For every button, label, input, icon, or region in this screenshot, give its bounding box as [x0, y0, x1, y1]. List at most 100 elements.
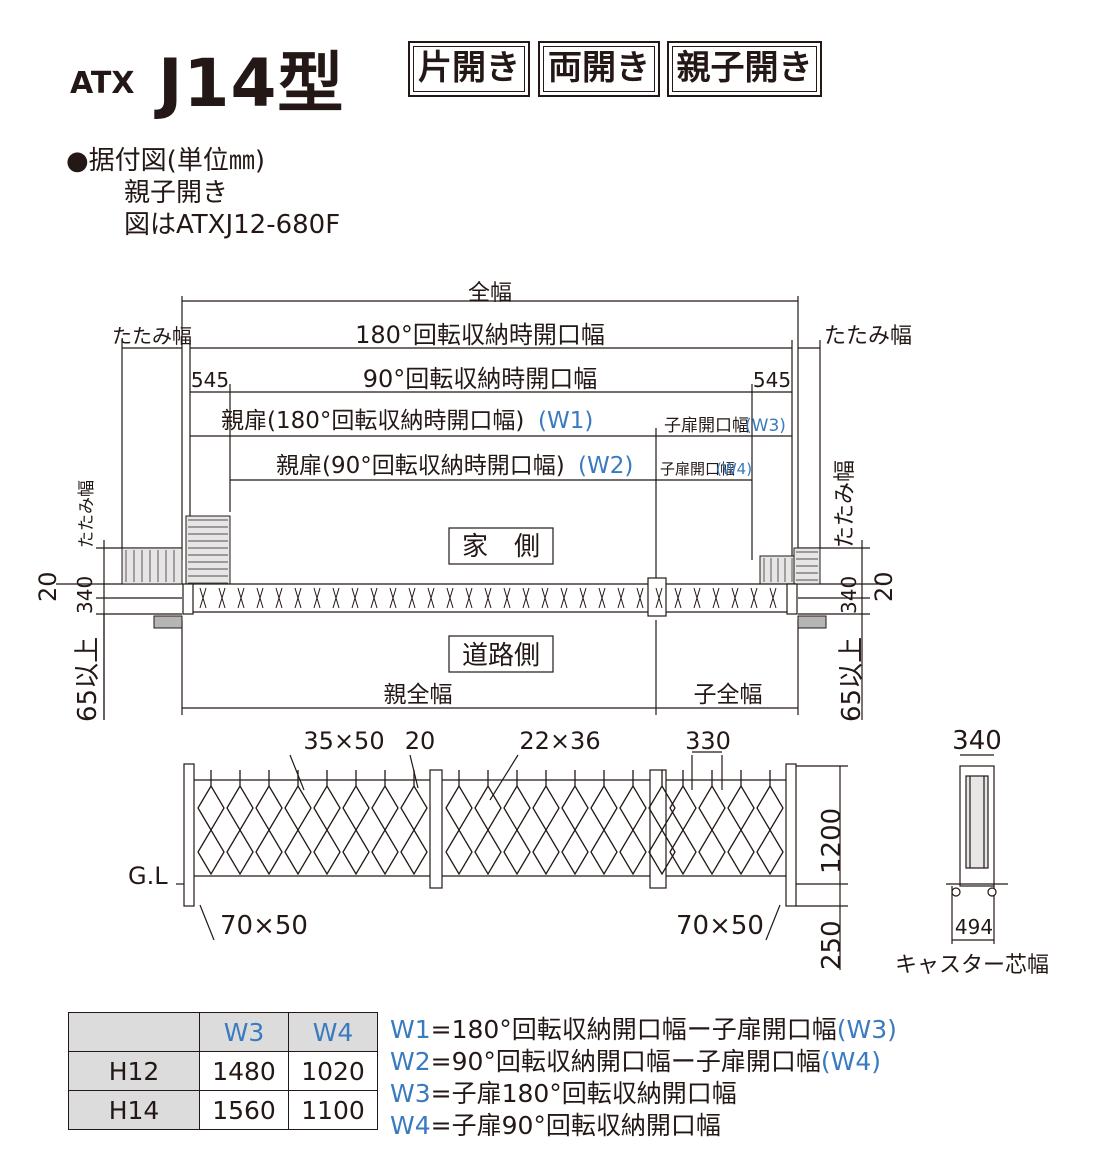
lattice-diamond: [226, 784, 254, 832]
label-494: 494: [955, 915, 993, 939]
lattice-diamond: [226, 828, 254, 876]
gate-link: [712, 587, 720, 609]
label-caster-width: キャスター芯幅: [895, 953, 1049, 978]
label-parent-total: 親全幅: [384, 682, 453, 708]
side-view: [946, 754, 1008, 944]
lattice-diamond: [313, 828, 341, 876]
lattice-diamond: [648, 784, 676, 832]
label-side-340: 340: [952, 726, 1002, 756]
legend-w3: W3=子扉180°回転収納開口幅: [390, 1079, 737, 1108]
label-250: 250: [817, 920, 847, 970]
gate-link: [370, 587, 378, 609]
lattice-diamond: [590, 828, 618, 876]
label-w4: (W4): [716, 460, 752, 478]
title-prefix: ATX: [70, 66, 135, 101]
lattice-diamond: [255, 784, 283, 832]
elevation-frame: [176, 751, 848, 970]
gate-link: [313, 587, 321, 609]
label-545-left: 545: [191, 368, 229, 392]
label-fold-width-right: たたみ幅: [824, 324, 912, 349]
gate-link: [427, 587, 435, 609]
house-side-box: [448, 527, 554, 565]
label-child-total: 子全幅: [694, 682, 763, 708]
gate-link: [237, 587, 245, 609]
plan-wall-left: [153, 615, 183, 629]
label-340-right: 340: [837, 576, 861, 614]
tag-double-swing: 両開き: [538, 41, 660, 97]
label-22x36: 22×36: [519, 727, 600, 755]
lattice-diamond: [255, 828, 283, 876]
gate-link: [617, 587, 625, 609]
label-20-left: 20: [34, 571, 62, 602]
table-row-label: H14: [68, 1090, 200, 1130]
label-post-right: 70×50: [676, 911, 764, 941]
lattice-diamond: [371, 828, 399, 876]
gate-link: [218, 587, 226, 609]
label-20-elev: 20: [405, 727, 436, 755]
gate-link: [351, 587, 359, 609]
label-fold-vertical-left: たたみ幅: [77, 480, 97, 548]
gate-link: [655, 587, 663, 609]
lattice-diamond: [698, 784, 726, 832]
gate-link: [674, 587, 682, 609]
lattice-diamond: [561, 784, 589, 832]
gate-link: [750, 587, 758, 609]
legend-w1: W1=180°回転収納開口幅ー子扉開口幅(W3): [390, 1015, 897, 1044]
gate-link: [636, 587, 644, 609]
lattice-diamond: [400, 828, 428, 876]
label-road-side: 道路側: [462, 641, 540, 671]
gate-link: [256, 587, 264, 609]
table-header-w3: W3: [199, 1012, 289, 1052]
plan-folded-stack-left: [121, 515, 231, 585]
label-20-right: 20: [870, 571, 898, 602]
legend-w2: W2=90°回転収納開口幅ー子扉開口幅(W4): [390, 1047, 882, 1076]
table-cell: 1560: [199, 1090, 289, 1130]
dimension-table: W3 W4 H12 1480 1020 H14 1560 1100: [68, 1012, 378, 1130]
lattice-diamond: [371, 784, 399, 832]
table-header-blank: [68, 1012, 200, 1052]
table-cell: 1100: [288, 1090, 378, 1130]
gate-link: [731, 587, 739, 609]
gate-link: [294, 587, 302, 609]
gate-link: [769, 587, 777, 609]
gate-link: [332, 587, 340, 609]
label-35x50: 35×50: [303, 727, 384, 755]
gate-link: [408, 587, 416, 609]
label-330: 330: [685, 727, 731, 755]
label-545-right: 545: [753, 368, 791, 392]
lattice-diamond: [313, 784, 341, 832]
gate-link: [465, 587, 473, 609]
gate-link: [484, 587, 492, 609]
gate-link: [199, 587, 207, 609]
lattice-diamond: [445, 784, 473, 832]
table-cell: 1020: [288, 1051, 378, 1091]
lattice-diamond: [474, 784, 502, 832]
label-1200: 1200: [817, 808, 847, 874]
gate-link: [389, 587, 397, 609]
label-w3: (W3): [745, 416, 786, 436]
gate-link: [579, 587, 587, 609]
lattice-diamond: [284, 784, 312, 832]
gate-link: [541, 587, 549, 609]
lattice-diamond: [727, 828, 755, 876]
lattice-diamond: [474, 828, 502, 876]
lattice-diamond: [503, 828, 531, 876]
label-parent-90: 親扉(90°回転収納時開口幅): [276, 453, 565, 479]
label-parent-180: 親扉(180°回転収納時開口幅): [221, 408, 524, 434]
lattice-diamond: [669, 784, 697, 832]
label-child-open-small: 子扉開口幅: [660, 460, 735, 478]
lattice-diamond: [561, 828, 589, 876]
note-type: 親子開き: [124, 178, 229, 208]
gate-link: [522, 587, 530, 609]
table-cell: 1480: [199, 1051, 289, 1091]
gate-link: [503, 587, 511, 609]
page-title: J14型: [158, 45, 345, 122]
tag-parent-child: 親子開き: [667, 41, 822, 97]
lattice-diamond: [669, 828, 697, 876]
label-w2: (W2): [578, 453, 633, 479]
gate-link: [275, 587, 283, 609]
lattice-diamond: [503, 784, 531, 832]
lattice-diamond: [197, 784, 225, 832]
lattice-diamond: [698, 828, 726, 876]
lattice-diamond: [532, 828, 560, 876]
